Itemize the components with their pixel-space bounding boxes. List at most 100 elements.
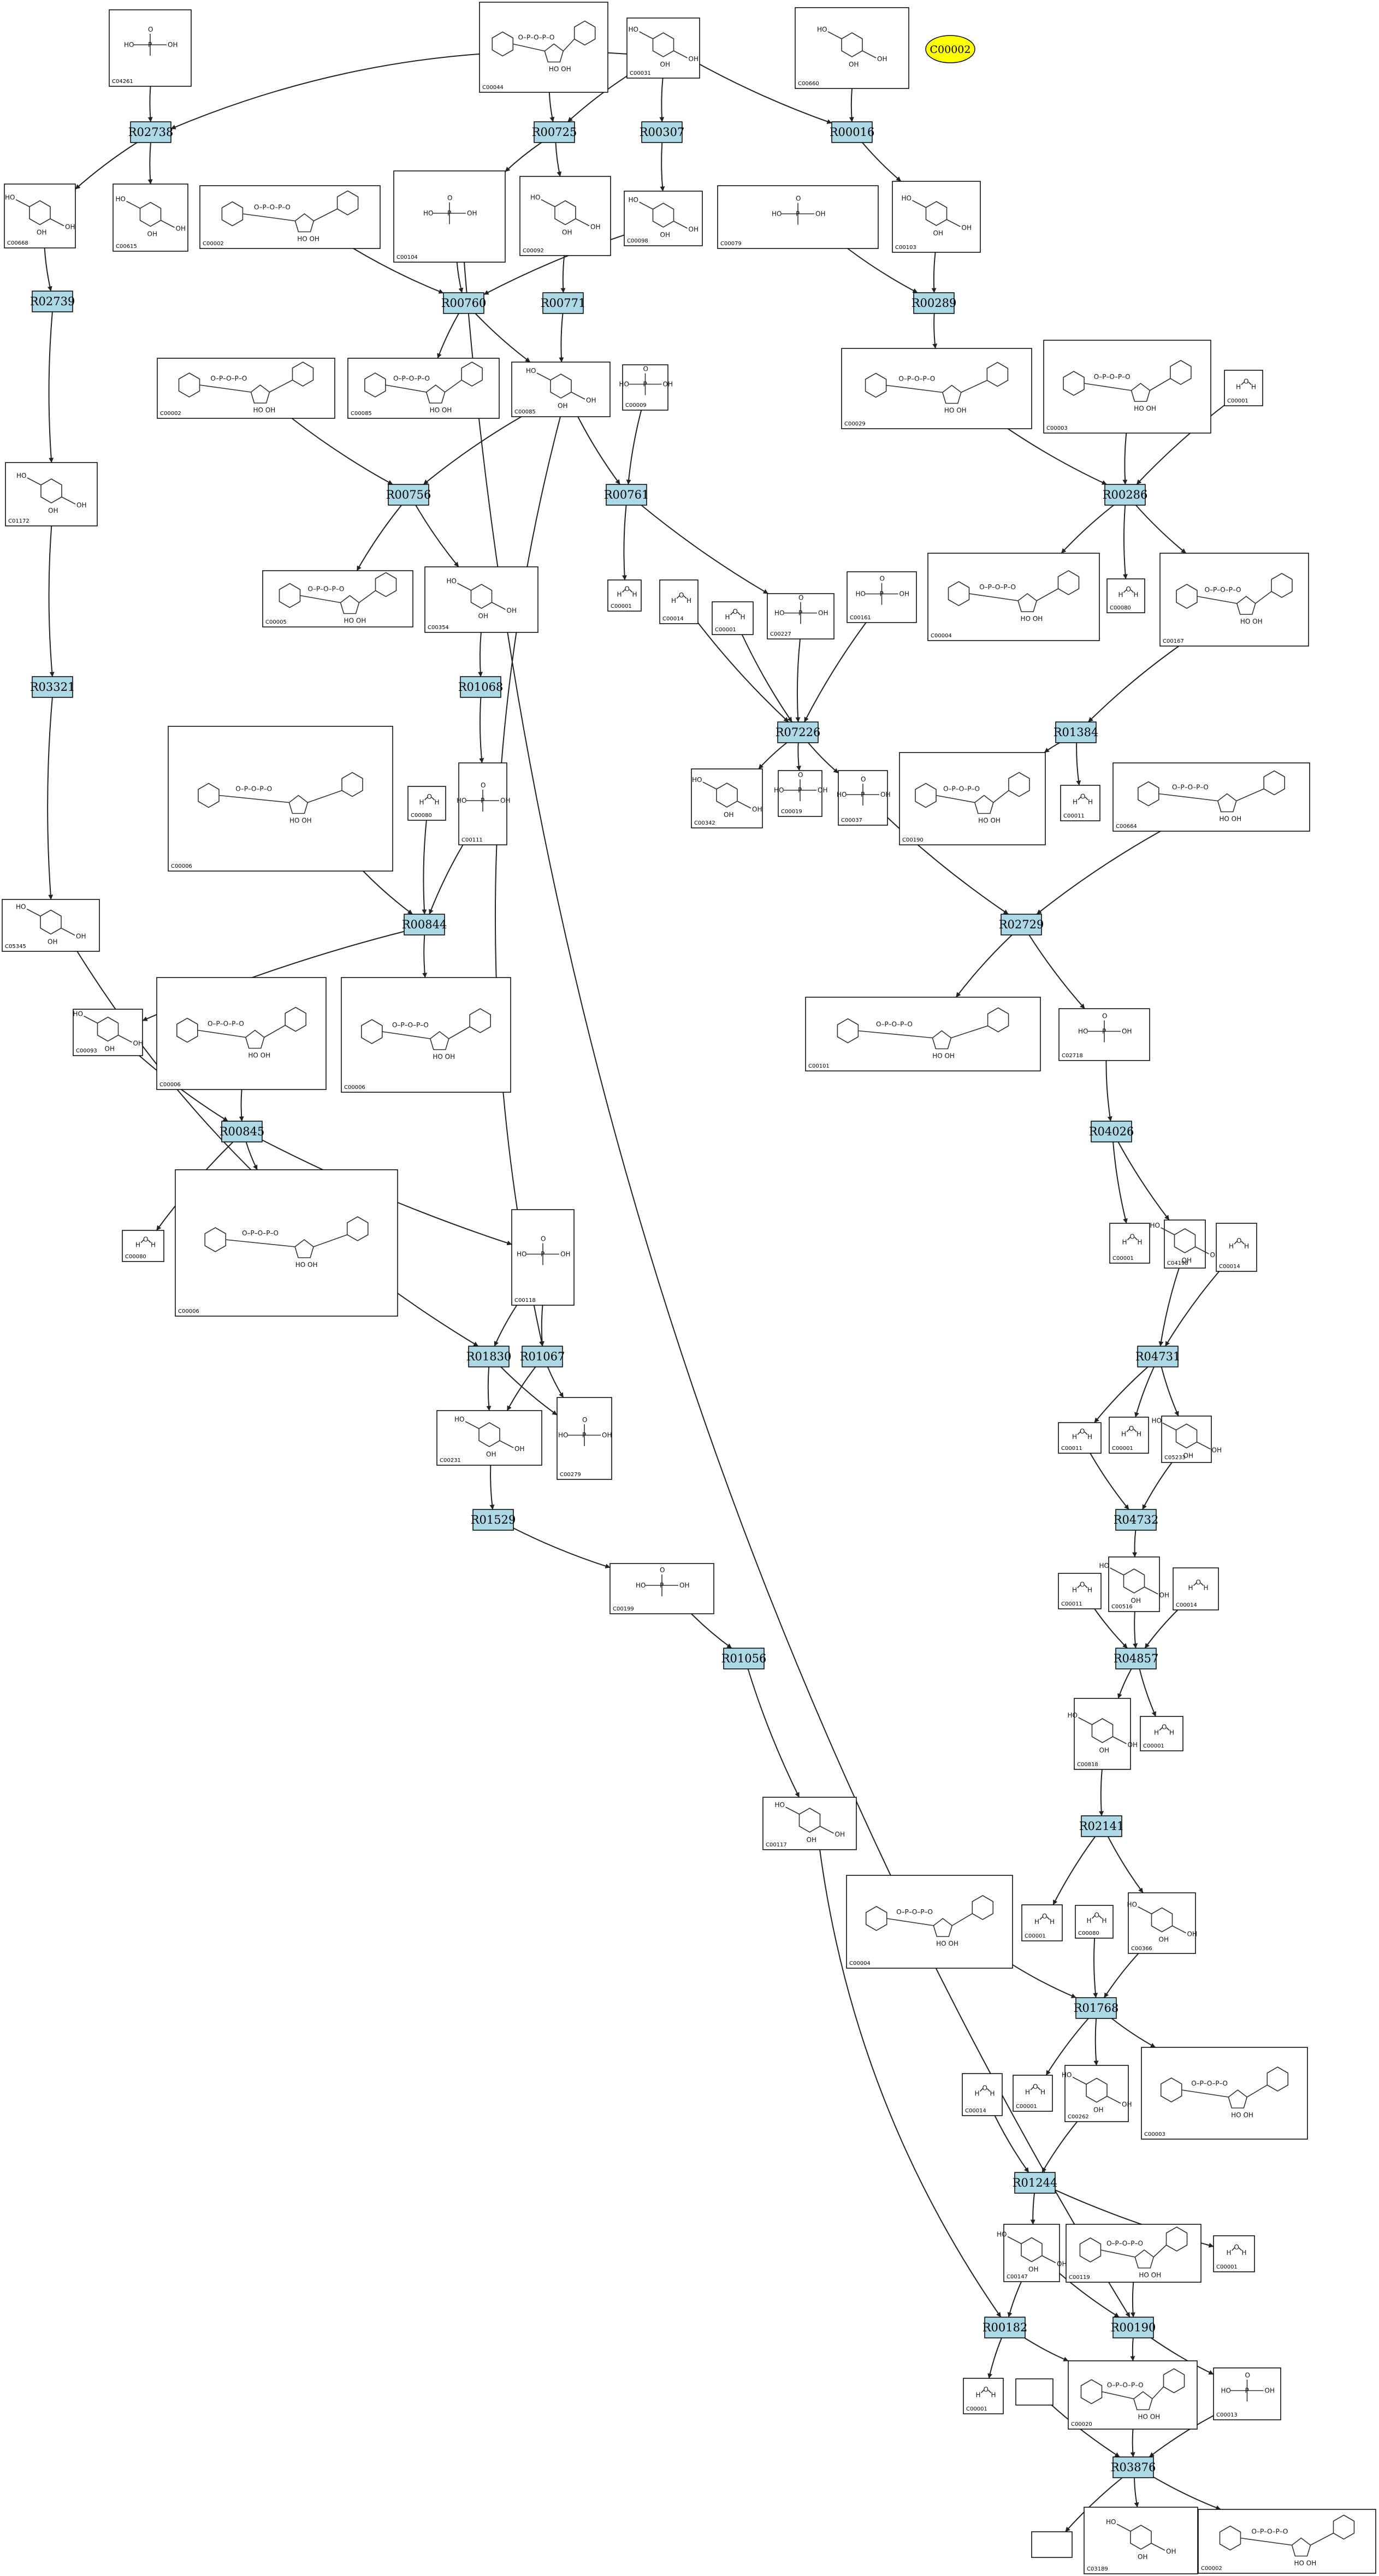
reaction-r26[interactable]: R04857 bbox=[1114, 1648, 1159, 1669]
reaction-r9[interactable]: R00756 bbox=[386, 484, 431, 506]
reaction-r29[interactable]: R01244 bbox=[1013, 2172, 1058, 2194]
reaction-r17[interactable]: R02729 bbox=[999, 914, 1044, 935]
reaction-r20[interactable]: R01830 bbox=[466, 1346, 512, 1367]
reaction-r19[interactable]: R04026 bbox=[1089, 1121, 1134, 1142]
reaction-r13[interactable]: R01068 bbox=[458, 676, 504, 698]
reaction-r22[interactable]: R04731 bbox=[1135, 1346, 1181, 1367]
reaction-r3[interactable]: R00307 bbox=[640, 121, 685, 143]
reaction-r2[interactable]: R00725 bbox=[532, 121, 577, 143]
reaction-r8[interactable]: R00289 bbox=[912, 292, 957, 314]
reaction-r28[interactable]: R01768 bbox=[1074, 1997, 1119, 2019]
reaction-r7[interactable]: R00771 bbox=[541, 292, 586, 314]
highlight-compound[interactable]: C00002 bbox=[925, 35, 975, 63]
reaction-r11[interactable]: R00286 bbox=[1103, 484, 1148, 506]
compound-c78[interactable] bbox=[1015, 2378, 1054, 2406]
reaction-r5[interactable]: R02739 bbox=[30, 291, 75, 312]
reaction-r6[interactable]: R00760 bbox=[441, 292, 487, 314]
reaction-r23[interactable]: R01529 bbox=[471, 1509, 516, 1531]
reaction-r15[interactable]: R01384 bbox=[1054, 721, 1099, 743]
reaction-r21[interactable]: R01067 bbox=[520, 1346, 565, 1367]
reaction-r14[interactable]: R07226 bbox=[776, 721, 821, 743]
reaction-r4[interactable]: R00016 bbox=[830, 121, 875, 143]
reaction-r30[interactable]: R00182 bbox=[983, 2317, 1028, 2338]
reaction-r10[interactable]: R00761 bbox=[604, 484, 649, 506]
reaction-r32[interactable]: R03876 bbox=[1111, 2456, 1156, 2478]
reaction-r27[interactable]: R02141 bbox=[1079, 1815, 1124, 1837]
reaction-r31[interactable]: R00190 bbox=[1111, 2317, 1156, 2338]
reaction-r18[interactable]: R00845 bbox=[220, 1121, 265, 1142]
compound-c79[interactable] bbox=[1031, 2531, 1073, 2558]
